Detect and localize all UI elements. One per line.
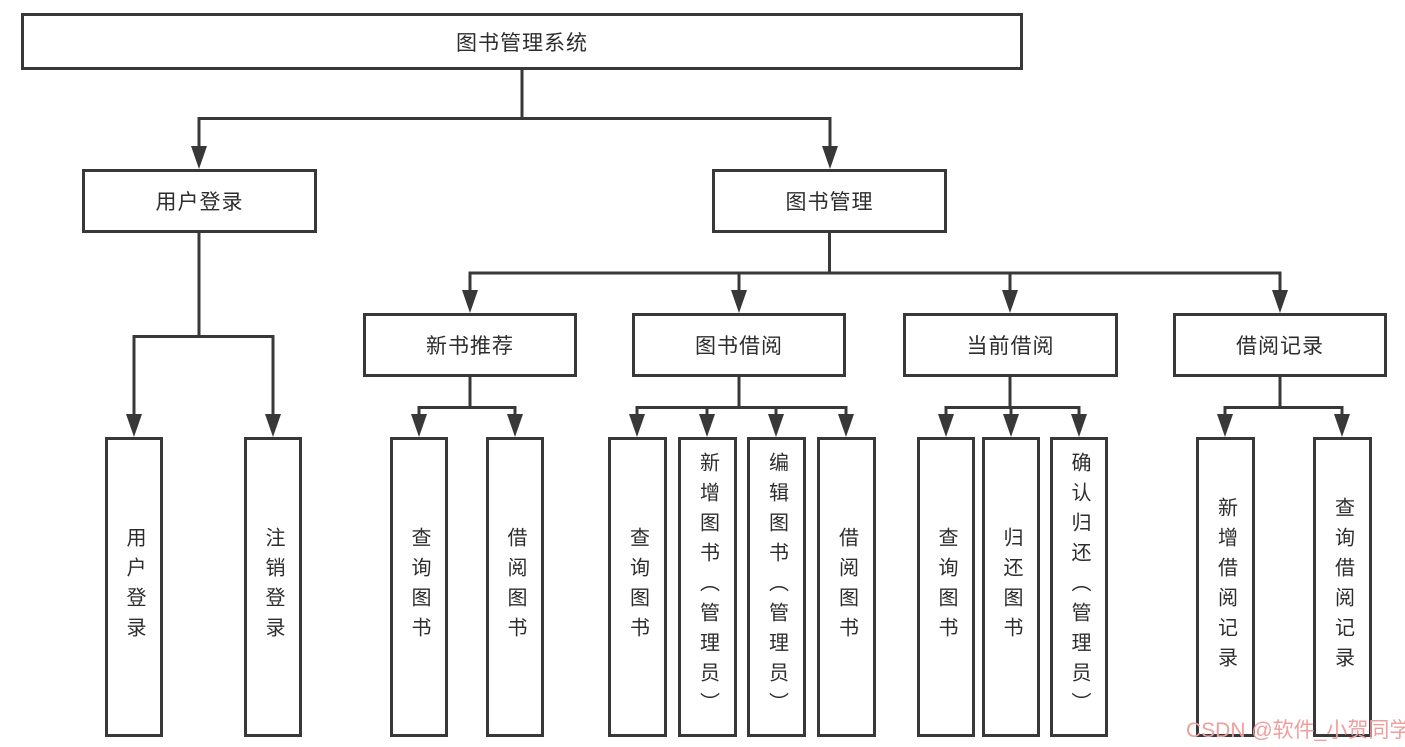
node-book-management: 图书管理 <box>712 169 947 233</box>
leaf-return-books-label: 归还图书 <box>1000 527 1022 647</box>
leaf-borrow-books-label: 借阅图书 <box>835 527 858 647</box>
leaf-add-borrow-record-label: 新增借阅记录 <box>1214 497 1237 677</box>
node-book-borrow-label: 图书借阅 <box>695 335 783 358</box>
leaf-return-books: 归还图书 <box>982 437 1040 737</box>
node-new-book-recommend: 新书推荐 <box>363 313 577 377</box>
leaf-borrow-books-recommend: 借阅图书 <box>486 437 544 737</box>
node-current-borrow-label: 当前借阅 <box>966 335 1055 358</box>
node-book-borrow: 图书借阅 <box>632 313 846 377</box>
node-root-label: 图书管理系统 <box>456 31 588 55</box>
leaf-query-books-recommend: 查询图书 <box>390 437 448 737</box>
leaf-query-borrow-record-label: 查询借阅记录 <box>1331 497 1354 677</box>
leaf-query-books-current: 查询图书 <box>917 437 975 737</box>
node-user-login: 用户登录 <box>82 169 317 233</box>
node-user-login-label: 用户登录 <box>155 191 244 214</box>
leaf-edit-books-admin-label: 编辑图书（管理员） <box>765 452 788 722</box>
leaf-query-books-borrow-label: 查询图书 <box>626 527 649 647</box>
leaf-query-books-recommend-label: 查询图书 <box>408 527 430 647</box>
leaf-logout: 注销登录 <box>244 437 302 737</box>
node-borrow-records-label: 借阅记录 <box>1236 335 1324 358</box>
leaf-edit-books-admin: 编辑图书（管理员） <box>747 437 806 737</box>
leaf-query-borrow-record: 查询借阅记录 <box>1313 437 1372 737</box>
node-current-borrow: 当前借阅 <box>903 313 1118 377</box>
leaf-logout-label: 注销登录 <box>262 527 284 647</box>
leaf-borrow-books-recommend-label: 借阅图书 <box>504 527 526 647</box>
leaf-user-login: 用户登录 <box>105 437 163 737</box>
leaf-borrow-books: 借阅图书 <box>817 437 876 737</box>
leaf-confirm-return-admin-label: 确认归还（管理员） <box>1068 452 1090 722</box>
leaf-add-borrow-record: 新增借阅记录 <box>1196 437 1255 737</box>
leaf-add-books-admin-label: 新增图书（管理员） <box>696 452 719 722</box>
leaf-query-books-borrow: 查询图书 <box>608 437 667 737</box>
leaf-confirm-return-admin: 确认归还（管理员） <box>1050 437 1108 737</box>
leaf-add-books-admin: 新增图书（管理员） <box>678 437 737 737</box>
leaf-user-login-label: 用户登录 <box>123 527 145 647</box>
watermark: CSDN @软件_小贺同学 <box>1186 719 1405 742</box>
node-borrow-records: 借阅记录 <box>1173 313 1387 377</box>
node-root: 图书管理系统 <box>21 13 1023 70</box>
node-new-book-recommend-label: 新书推荐 <box>426 335 514 358</box>
leaf-query-books-current-label: 查询图书 <box>935 527 957 647</box>
node-book-management-label: 图书管理 <box>785 191 874 214</box>
